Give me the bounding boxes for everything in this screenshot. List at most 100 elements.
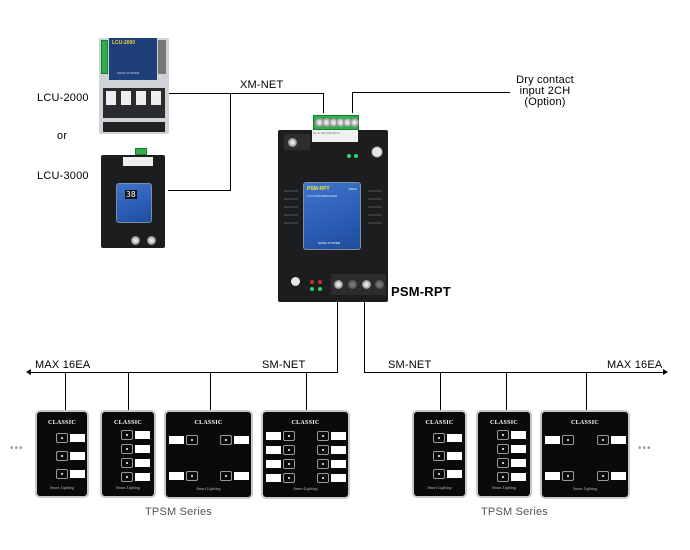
key-1[interactable] — [433, 433, 445, 443]
tpsm-panel-4gang: CLASSIC Smart Lighting — [476, 410, 532, 498]
label-plate-3 — [169, 472, 184, 480]
key-1[interactable] — [497, 430, 509, 440]
key-3[interactable] — [497, 458, 509, 468]
label-plate-1 — [135, 431, 150, 439]
ellipsis-left: ••• — [10, 443, 24, 454]
tpsm-panel-4gang: CLASSIC Smart Lighting — [100, 410, 156, 498]
max-left-label: MAX 16EA — [35, 359, 91, 371]
terminal-screw-1 — [315, 118, 324, 127]
left-tap-4 — [306, 372, 307, 410]
left-terminal-screw — [288, 138, 297, 147]
terminal-label-text: S+ S- SG DI1 DI2 G — [313, 131, 340, 135]
sm-net-right-label: SM-NET — [388, 359, 432, 371]
key-r3[interactable] — [317, 459, 329, 469]
vent-right-5 — [368, 222, 382, 224]
bottom-screw-3 — [362, 280, 371, 289]
label-plate-4 — [611, 472, 626, 480]
key-l1[interactable] — [283, 431, 295, 441]
panel-brand: CLASSIC — [47, 420, 77, 426]
lcu2000-brand: SHINA SYSTEM — [117, 71, 140, 75]
sm-net-right-bus — [364, 372, 664, 373]
terminal-screw-2 — [322, 118, 331, 127]
key-3[interactable] — [121, 458, 133, 468]
key-4[interactable] — [121, 472, 133, 482]
key-2[interactable] — [121, 444, 133, 454]
label-plate-1 — [511, 431, 526, 439]
key-4[interactable] — [220, 471, 232, 481]
key-1[interactable] — [562, 435, 574, 445]
key-4[interactable] — [597, 471, 609, 481]
lcu2000-device: LCU-2000 SHINA SYSTEM — [99, 38, 169, 134]
label-plate-2 — [447, 452, 462, 460]
key-4[interactable] — [497, 472, 509, 482]
terminal-screw-3 — [329, 118, 338, 127]
tpsm-panel-3gang: CLASSIC Smart Lighting — [412, 410, 467, 498]
bottom-screw-1 — [334, 280, 343, 289]
lcu3000-label: LCU-3000 — [37, 170, 89, 182]
key-r4[interactable] — [317, 473, 329, 483]
panel-footer: Smart Lighting — [293, 486, 318, 491]
key-2[interactable] — [433, 451, 445, 461]
key-1[interactable] — [121, 430, 133, 440]
lcu3000-device: 38 — [101, 148, 165, 248]
terminal-screw-4 — [336, 118, 345, 127]
key-3[interactable] — [433, 469, 445, 479]
panel-footer: Smart Lighting — [491, 485, 517, 490]
ellipsis-right: ••• — [638, 443, 652, 454]
lcu2000-face: LCU-2000 SHINA SYSTEM — [109, 38, 157, 80]
label-plate-4 — [511, 473, 526, 481]
lcu2000-relay-2 — [121, 91, 131, 105]
label-plate-l3 — [266, 460, 281, 468]
tpsm-right-label: TPSM Series — [481, 506, 548, 518]
lcu2000-label: LCU-2000 — [37, 92, 89, 104]
dry-contact-line-3: (Option) — [524, 96, 566, 108]
key-1[interactable] — [186, 435, 198, 445]
vent-left-1 — [284, 190, 298, 192]
key-r1[interactable] — [317, 431, 329, 441]
key-2[interactable] — [497, 444, 509, 454]
vent-right-3 — [368, 206, 382, 208]
right-arrow-icon — [663, 369, 668, 375]
panel-footer: Smart Lighting — [49, 485, 75, 490]
panel-footer: Smart Lighting — [196, 486, 221, 491]
dry-contact-drop — [352, 92, 353, 113]
key-l2[interactable] — [283, 445, 295, 455]
key-3[interactable] — [186, 471, 198, 481]
key-2[interactable] — [597, 435, 609, 445]
panel-footer: Smart Lighting — [115, 485, 141, 490]
key-3[interactable] — [56, 469, 68, 479]
vent-right-4 — [368, 214, 382, 216]
terminal-screw-6 — [350, 118, 359, 127]
red-led-2 — [318, 280, 322, 284]
label-plate-2 — [611, 436, 626, 444]
key-2[interactable] — [56, 451, 68, 461]
label-plate-l4 — [266, 474, 281, 482]
or-label: or — [57, 130, 68, 142]
terminal-screw-5 — [343, 118, 352, 127]
key-l4[interactable] — [283, 473, 295, 483]
key-1[interactable] — [56, 433, 68, 443]
green-led-2 — [354, 154, 358, 158]
key-2[interactable] — [220, 435, 232, 445]
sm-net-left-bus — [30, 372, 338, 373]
lcu2000-relay-1 — [106, 91, 116, 105]
key-r2[interactable] — [317, 445, 329, 455]
label-plate-1 — [447, 434, 462, 442]
xm-net-drop — [323, 93, 324, 113]
bottom-screw-4 — [375, 280, 384, 289]
tpsm-panel-wide-4gang: CLASSIC Smart Lighting — [164, 410, 253, 499]
tpsm-left-label: TPSM Series — [145, 506, 212, 518]
key-3[interactable] — [562, 471, 574, 481]
label-plate-3 — [545, 472, 560, 480]
lcu2000-title: LCU-2000 — [112, 40, 136, 46]
label-plate-r3 — [331, 460, 346, 468]
label-plate-4 — [234, 472, 249, 480]
right-tap-3 — [586, 372, 587, 410]
dry-contact-line — [352, 92, 510, 93]
label-plate-1 — [545, 436, 560, 444]
psm-rpt-terminal-label: S+ S- SG DI1 DI2 G — [312, 130, 358, 142]
label-plate-2 — [135, 445, 150, 453]
key-l3[interactable] — [283, 459, 295, 469]
lcu3000-label-strip — [123, 157, 153, 166]
panel-brand: CLASSIC — [570, 420, 600, 426]
